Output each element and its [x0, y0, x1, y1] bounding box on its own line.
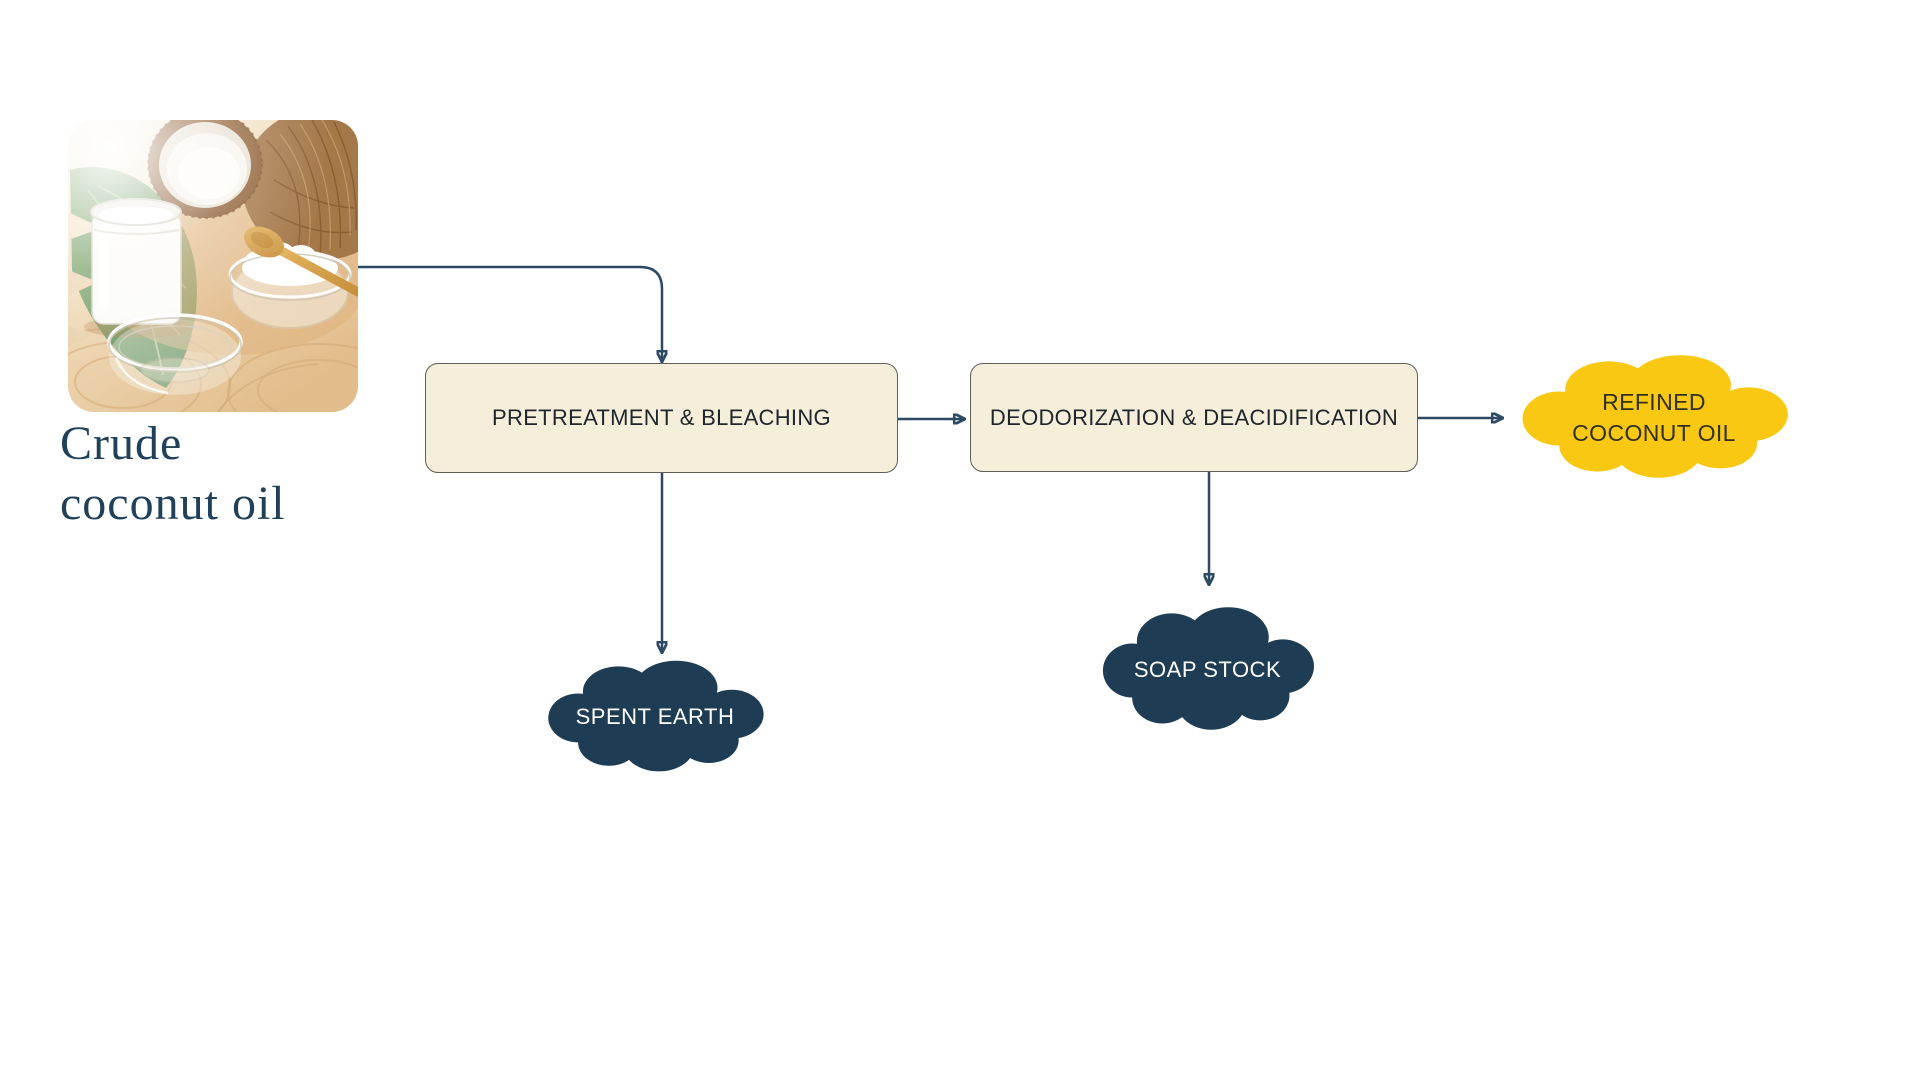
cloud-shape [1102, 607, 1314, 730]
crude-coconut-oil-photo [68, 120, 358, 412]
cloud-shape [548, 660, 764, 772]
deodorization-deacidification-label: DEODORIZATION & DEACIDIFICATION [989, 404, 1399, 430]
deodorization-deacidification-box: DEODORIZATION & DEACIDIFICATION [970, 363, 1418, 472]
crude-coconut-oil-caption: Crude coconut oil [60, 417, 286, 530]
spent-earth-node: SPENT EARTH [530, 656, 780, 778]
soap-stock-node: SOAP STOCK [1085, 602, 1330, 737]
connector-crude-to-pretreatment [358, 265, 662, 361]
spent-earth-label: SPENT EARTH [575, 704, 735, 729]
cloud-shape [1522, 355, 1788, 478]
light-wash [68, 120, 358, 412]
pretreatment-bleaching-label: PRETREATMENT & BLEACHING [492, 405, 831, 430]
refined-coconut-oil-label: REFINED COCONUT OIL [1572, 388, 1736, 446]
soap-stock-label: SOAP STOCK [1133, 656, 1282, 682]
refined-coconut-oil-node: REFINED COCONUT OIL [1500, 350, 1808, 485]
coconut-photo-illustration [68, 120, 358, 412]
pretreatment-bleaching-box: PRETREATMENT & BLEACHING [425, 363, 898, 473]
